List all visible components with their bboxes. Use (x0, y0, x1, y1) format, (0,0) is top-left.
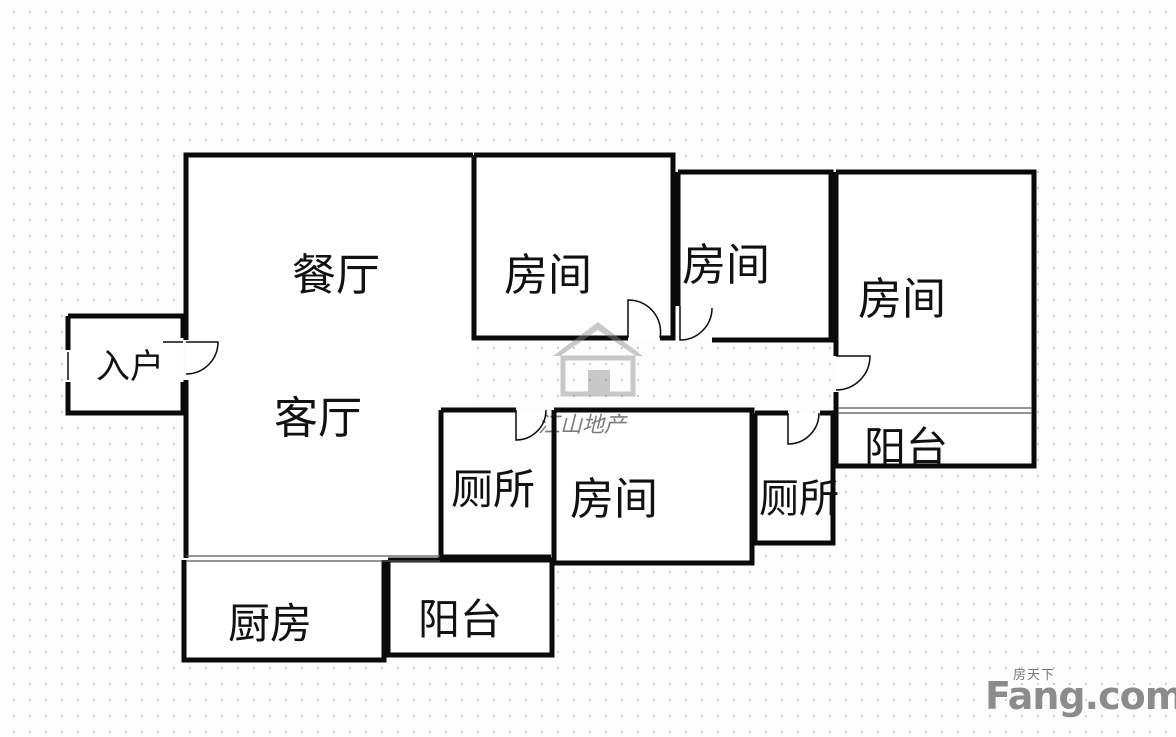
fang-watermark: 房天下 Fang.com (985, 664, 1176, 724)
room-label-bedroom-3: 房间 (858, 274, 946, 325)
room-fills (68, 155, 1034, 660)
room-label-entrance: 入户 (96, 347, 164, 387)
room-label-dining: 餐厅 (292, 250, 380, 301)
agency-text-watermark: 江山地产 (538, 413, 628, 438)
room-label-toilet-2: 厕所 (759, 476, 839, 522)
walls (65, 152, 1037, 663)
door-swings (67, 299, 871, 445)
room-label-toilet-1: 厕所 (451, 465, 535, 514)
room-label-living: 客厅 (274, 393, 362, 444)
room-label-bedroom-1: 房间 (504, 250, 592, 301)
room-label-balcony-2: 阳台 (418, 595, 502, 644)
room-label-kitchen: 厨房 (228, 599, 312, 648)
room-label-bedroom-4: 房间 (570, 474, 658, 525)
fang-watermark-brand: Fang.com (985, 674, 1176, 718)
agency-logo-watermark (553, 322, 643, 397)
room-label-balcony-1: 阳台 (864, 423, 948, 472)
window-lines (186, 407, 1032, 562)
room-label-bedroom-2: 房间 (682, 240, 770, 291)
fang-watermark-top: 房天下 (1013, 668, 1056, 683)
